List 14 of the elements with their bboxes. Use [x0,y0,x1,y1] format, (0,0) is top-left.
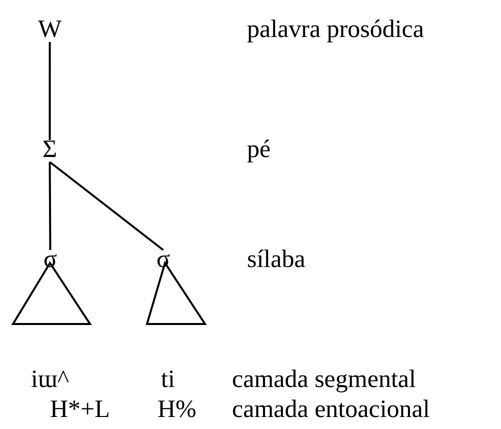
layer-label: camada entoacional [232,396,430,424]
tree-branch-line [48,162,52,250]
tone-label: H*+L [50,396,110,424]
segment-text: ti [161,366,175,394]
tone-label: H% [158,396,196,424]
tree-node-symbol: W [38,16,62,44]
layer-label: sílaba [247,246,306,274]
segment-text: iɯ^ [31,366,70,394]
tree-branch-line [48,42,51,140]
layer-label: pé [247,136,271,164]
layer-label: camada segmental [232,366,416,394]
tree-node-symbol: Σ [42,136,58,164]
layer-label: palavra prosódica [247,16,424,44]
tree-branch-line [49,161,164,251]
